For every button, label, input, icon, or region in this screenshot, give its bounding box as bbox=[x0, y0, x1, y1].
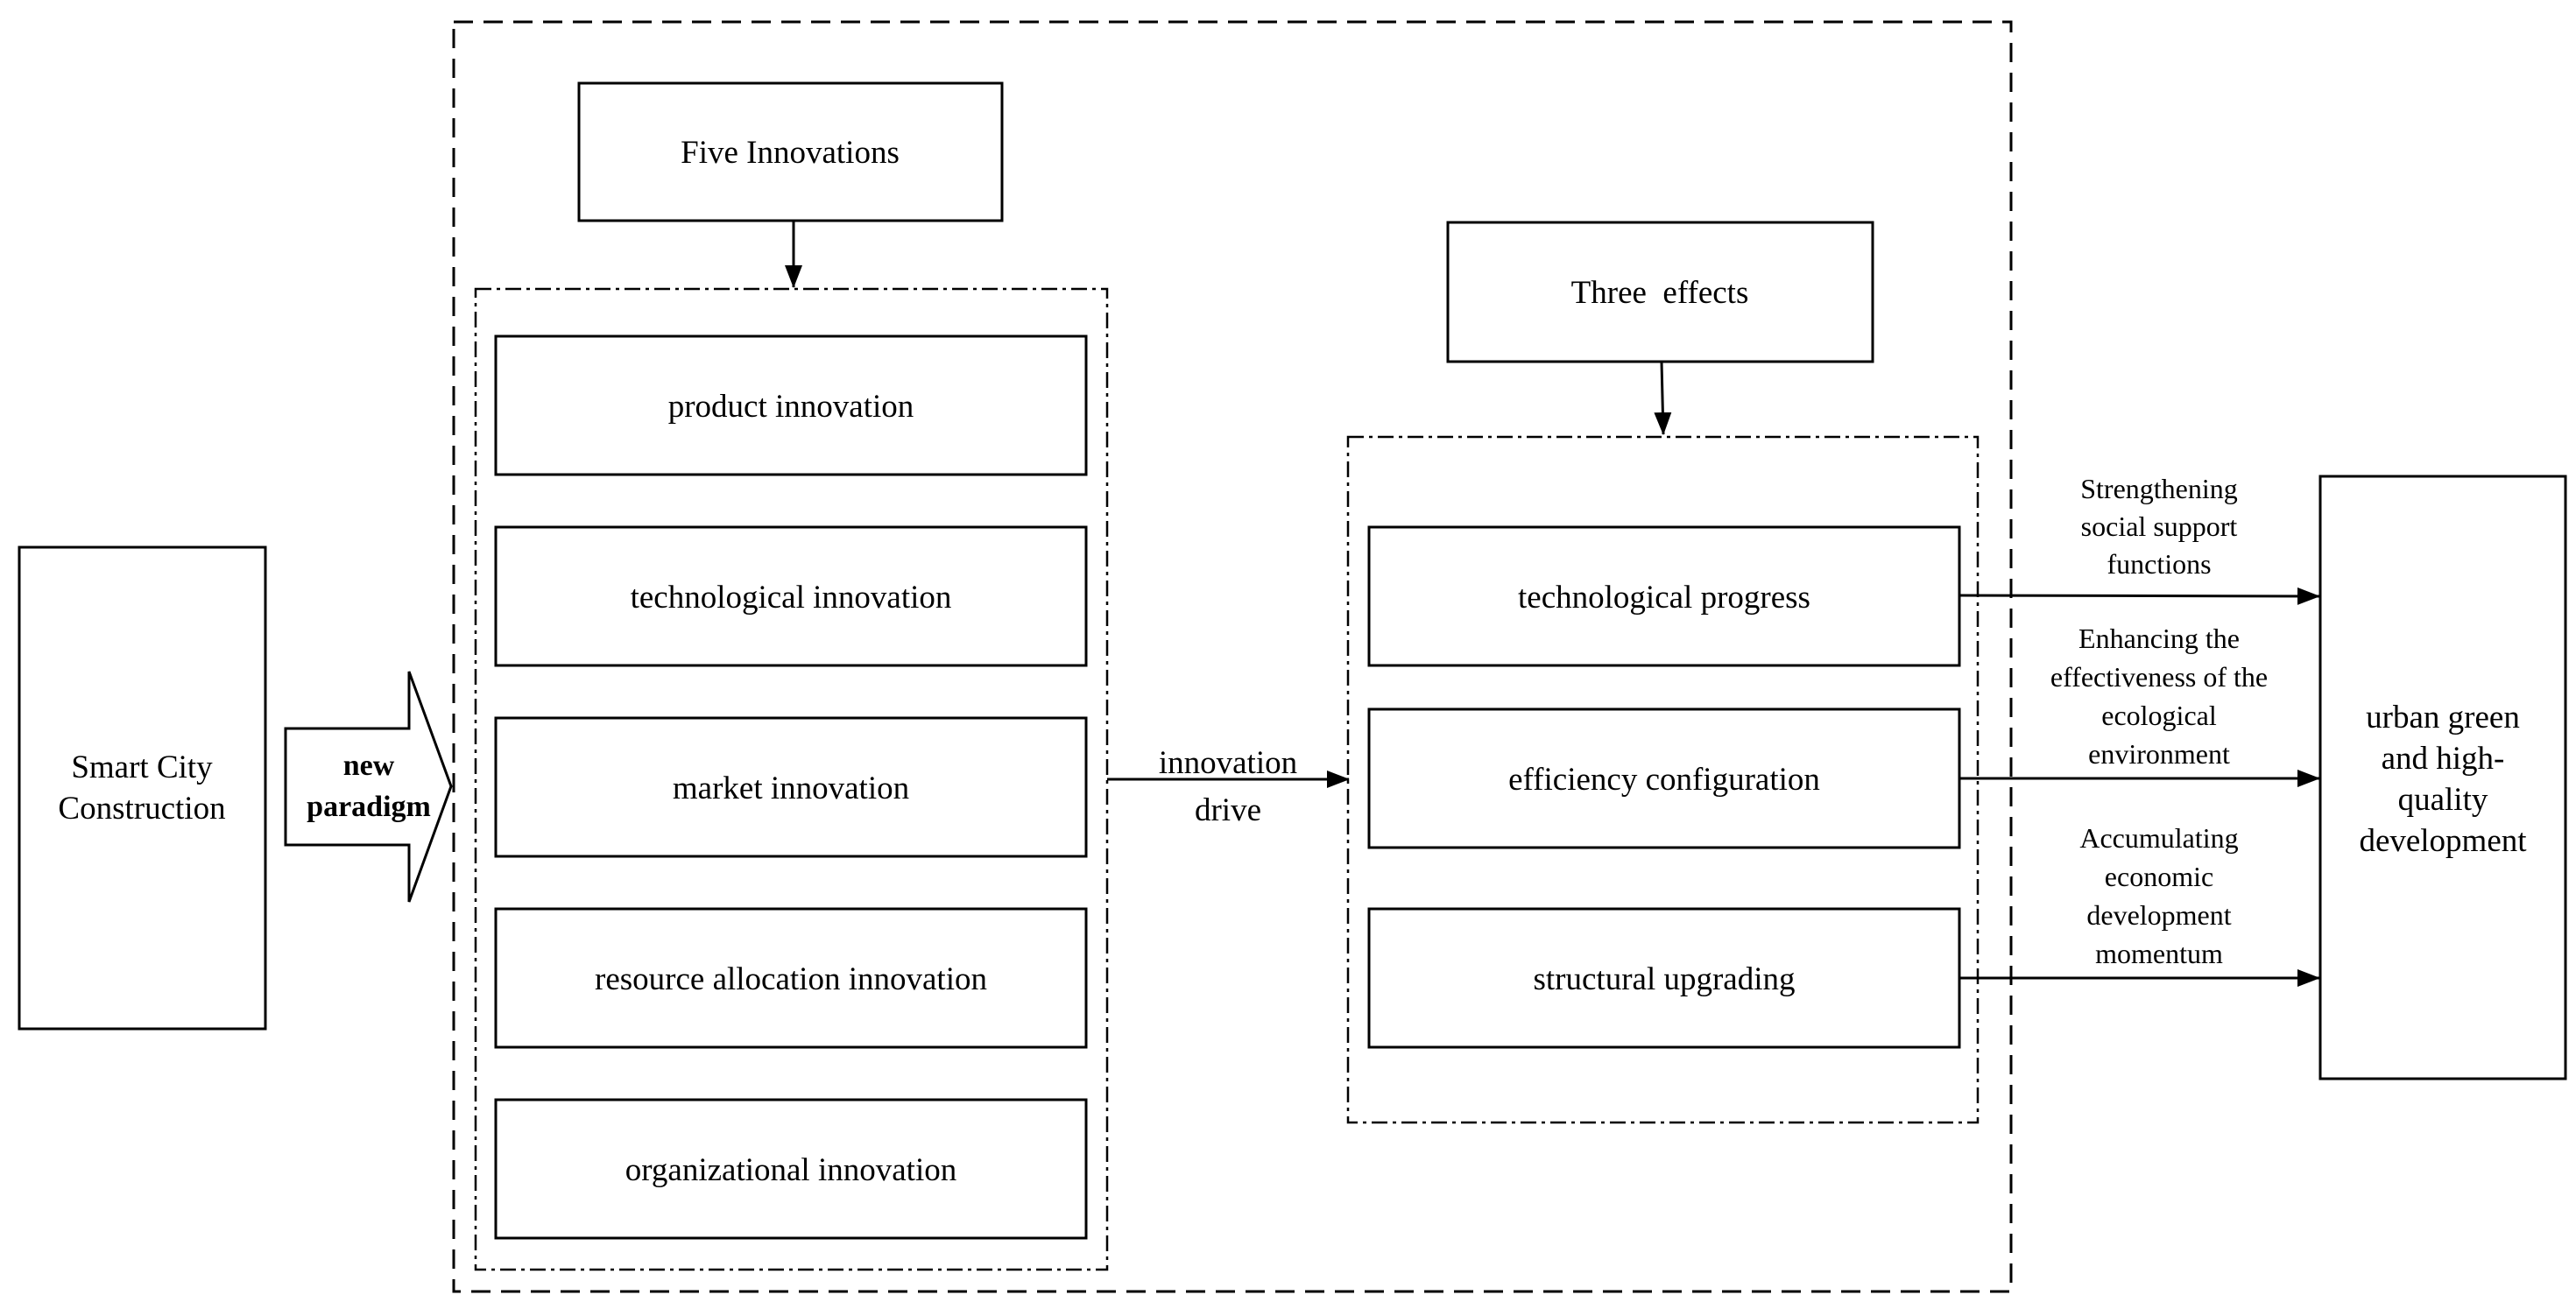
urban-development-line2: and high- bbox=[2382, 741, 2505, 777]
innovation-item-label: market innovation bbox=[673, 771, 909, 806]
smart-city-line1: Smart City bbox=[71, 749, 213, 785]
new-paradigm-line1: new bbox=[343, 749, 395, 782]
effect-item-label: technological progress bbox=[1518, 580, 1810, 616]
outer-dashed-frame bbox=[452, 20, 2013, 1293]
urban-development-line4: development bbox=[2359, 823, 2527, 859]
innovation-item-organizational: organizational innovation bbox=[494, 1098, 1088, 1240]
innovation-item-label: product innovation bbox=[668, 389, 914, 425]
innovation-item-market: market innovation bbox=[494, 716, 1088, 858]
effect-label-line: effectiveness of the bbox=[2050, 661, 2268, 693]
urban-development-line1: urban green bbox=[2366, 700, 2520, 735]
five-innovations-title-box: Five Innovations bbox=[577, 81, 1004, 222]
effect-label-social-support: Strengthening social support functions bbox=[2080, 473, 2238, 580]
three-effects-title-box: Three effects bbox=[1446, 221, 1874, 363]
effect-label-ecological: Enhancing the effectiveness of the ecolo… bbox=[2050, 623, 2268, 770]
effect-label-line: Strengthening bbox=[2080, 473, 2238, 504]
effect-label-line: Enhancing the bbox=[2078, 623, 2240, 654]
new-paradigm-arrow: new paradigm bbox=[284, 671, 453, 903]
effect-label-line: development bbox=[2086, 899, 2231, 931]
innovation-item-label: resource allocation innovation bbox=[595, 961, 987, 997]
effect-label-line: functions bbox=[2107, 548, 2211, 580]
five-innovations-title: Five Innovations bbox=[681, 135, 900, 171]
innovation-item-resource-allocation: resource allocation innovation bbox=[494, 907, 1088, 1049]
smart-city-line2: Construction bbox=[58, 791, 225, 827]
three-effects-group bbox=[1346, 435, 1980, 1124]
new-paradigm-line2: paradigm bbox=[307, 791, 431, 823]
smart-city-box: Smart City Construction bbox=[18, 545, 267, 1031]
five-innovations-group bbox=[474, 287, 1109, 1271]
innovation-drive-line2: drive bbox=[1195, 792, 1261, 828]
effect-label-line: momentum bbox=[2095, 938, 2223, 969]
effect-label-line: Accumulating bbox=[2079, 822, 2238, 854]
effect-arrow-1 bbox=[1958, 587, 2320, 605]
innovation-item-label: organizational innovation bbox=[625, 1152, 956, 1188]
effect-item-efficiency-configuration: efficiency configuration bbox=[1367, 707, 1961, 849]
urban-development-line3: quality bbox=[2398, 782, 2488, 818]
innovation-item-technological: technological innovation bbox=[494, 525, 1088, 667]
effect-item-structural-upgrading: structural upgrading bbox=[1367, 907, 1961, 1049]
effect-item-technological-progress: technological progress bbox=[1367, 525, 1961, 667]
three-effects-down-arrow bbox=[1654, 361, 1672, 435]
innovation-item-label: technological innovation bbox=[631, 580, 952, 616]
effect-item-label: structural upgrading bbox=[1534, 961, 1796, 997]
innovation-item-product: product innovation bbox=[494, 334, 1088, 476]
effect-label-economic: Accumulating economic development moment… bbox=[2079, 822, 2238, 969]
urban-development-box: urban green and high- quality developmen… bbox=[2318, 475, 2567, 1080]
effect-label-line: social support bbox=[2081, 510, 2238, 542]
effect-label-line: economic bbox=[2105, 861, 2213, 892]
innovation-drive-line1: innovation bbox=[1159, 745, 1297, 781]
effect-item-label: efficiency configuration bbox=[1508, 762, 1820, 798]
three-effects-title: Three effects bbox=[1571, 275, 1749, 311]
effect-label-line: ecological bbox=[2101, 700, 2217, 731]
effect-label-line: environment bbox=[2088, 738, 2230, 770]
